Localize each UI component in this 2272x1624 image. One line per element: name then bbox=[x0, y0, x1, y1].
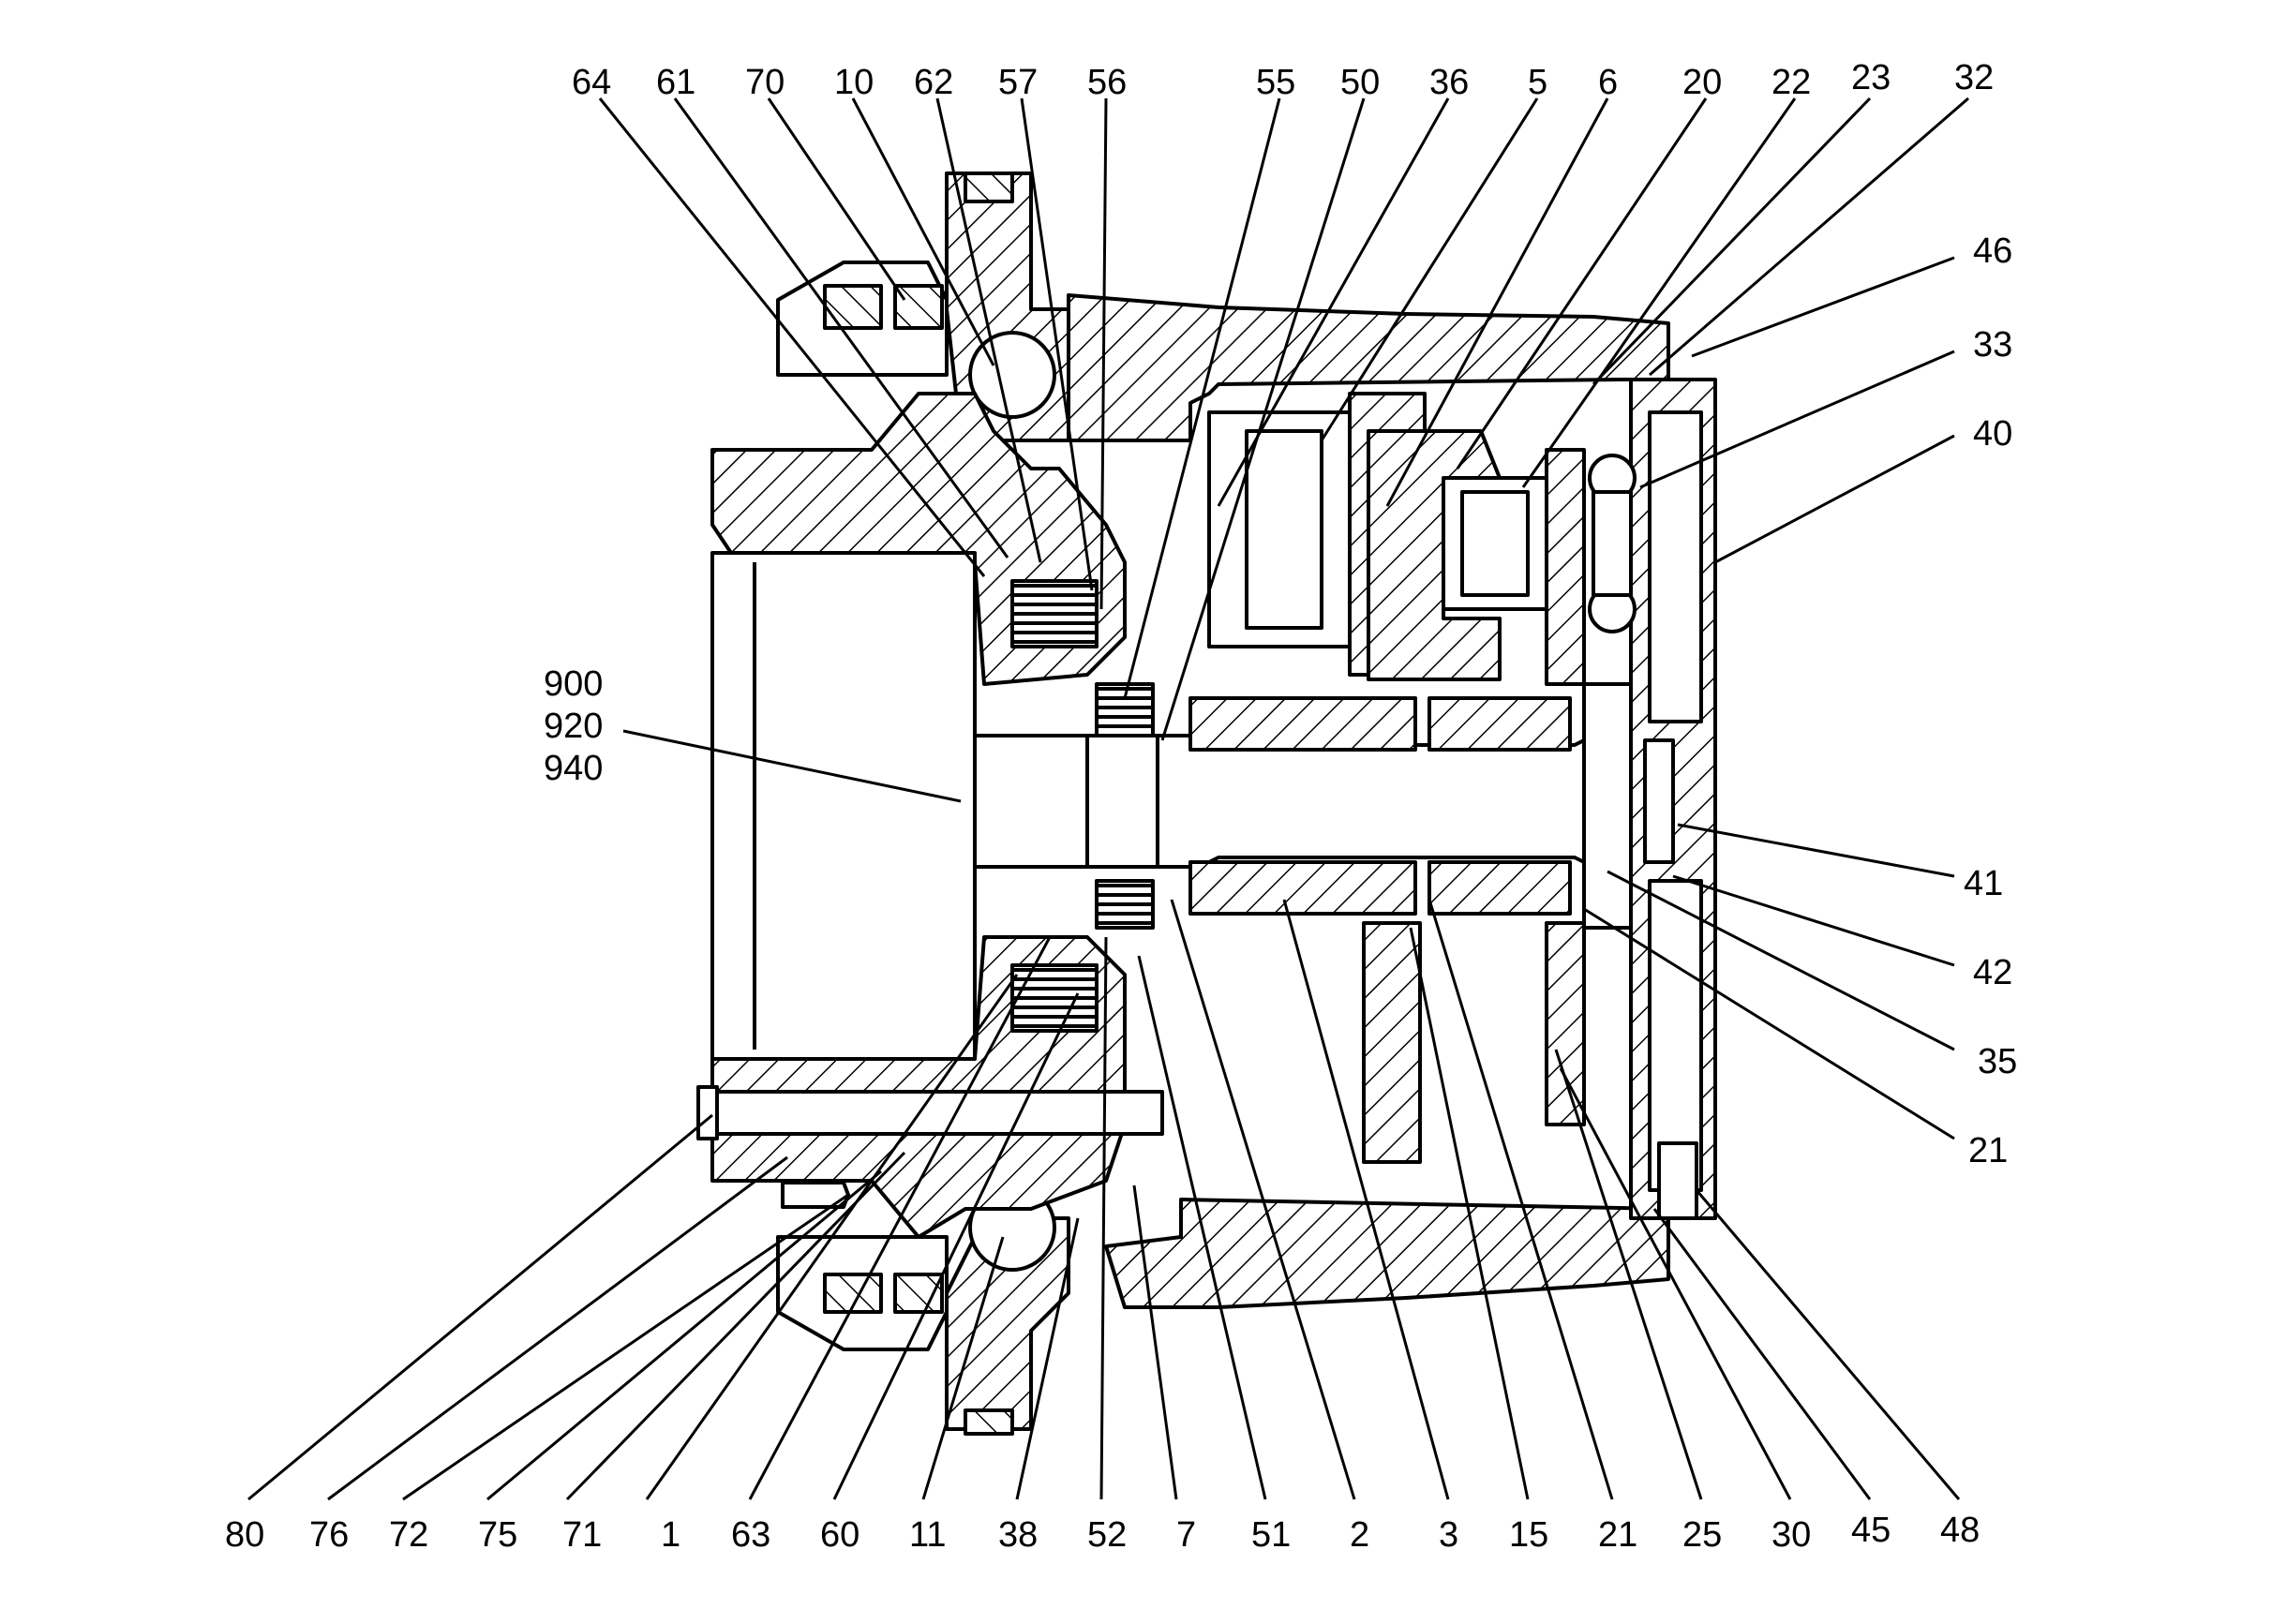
output-shaft-flange bbox=[1582, 682, 1633, 930]
label-51: 51 bbox=[1251, 1515, 1291, 1555]
label-42: 42 bbox=[1973, 953, 2012, 992]
label-5: 5 bbox=[1528, 63, 1547, 102]
label-38: 38 bbox=[998, 1515, 1038, 1555]
label-62: 62 bbox=[914, 63, 953, 102]
bolt-80 bbox=[701, 1090, 1164, 1136]
retaining-plate-41 bbox=[1643, 738, 1675, 864]
label-70: 70 bbox=[745, 63, 785, 102]
label-32: 32 bbox=[1954, 58, 1994, 97]
label-1: 1 bbox=[661, 1515, 680, 1555]
label-52: 52 bbox=[1087, 1515, 1127, 1555]
label-80: 80 bbox=[225, 1515, 264, 1555]
label-61: 61 bbox=[656, 63, 695, 102]
spring-upper-inner bbox=[1095, 682, 1155, 738]
label-7: 7 bbox=[1176, 1515, 1196, 1555]
leader-lines bbox=[247, 97, 1969, 1501]
label-40: 40 bbox=[1973, 414, 2012, 454]
label-3: 3 bbox=[1439, 1515, 1458, 1555]
label-6: 6 bbox=[1598, 63, 1618, 102]
sleeve-upper-left bbox=[1188, 696, 1417, 752]
gear-20 bbox=[1367, 429, 1502, 681]
label-45: 45 bbox=[1851, 1511, 1891, 1550]
gear-25 bbox=[1545, 921, 1586, 1126]
label-900: 900 bbox=[544, 664, 603, 704]
label-46: 46 bbox=[1973, 231, 2012, 271]
gear-3 bbox=[1362, 921, 1422, 1164]
label-21-right: 21 bbox=[1968, 1131, 2008, 1170]
drawing-body bbox=[696, 171, 1717, 1436]
label-56: 56 bbox=[1087, 63, 1127, 102]
spring-lower-inner bbox=[1095, 879, 1155, 930]
input-shaft bbox=[973, 734, 1595, 869]
label-57: 57 bbox=[998, 63, 1038, 102]
sleeve-lower-left bbox=[1188, 860, 1417, 916]
spring-lower-outer bbox=[1010, 963, 1099, 1033]
label-60: 60 bbox=[820, 1515, 859, 1555]
sleeve-upper-right bbox=[1427, 696, 1572, 752]
ball-top bbox=[968, 331, 1056, 419]
label-75: 75 bbox=[478, 1515, 517, 1555]
label-920: 920 bbox=[544, 707, 603, 746]
label-64: 64 bbox=[572, 63, 611, 102]
label-36: 36 bbox=[1429, 63, 1469, 102]
bore bbox=[710, 551, 977, 1061]
sleeve-lower-right bbox=[1427, 860, 1572, 916]
spring-upper-outer bbox=[1010, 579, 1099, 648]
label-10: 10 bbox=[834, 63, 874, 102]
label-11: 11 bbox=[909, 1515, 946, 1555]
label-20: 20 bbox=[1682, 63, 1722, 102]
label-22: 22 bbox=[1771, 63, 1811, 102]
label-23: 23 bbox=[1851, 58, 1891, 97]
plug-48 bbox=[1657, 1141, 1698, 1220]
label-2: 2 bbox=[1350, 1515, 1369, 1555]
label-30: 30 bbox=[1771, 1515, 1811, 1555]
label-35: 35 bbox=[1978, 1042, 2017, 1081]
housing-bottom bbox=[1104, 1198, 1670, 1309]
label-48: 48 bbox=[1940, 1511, 1980, 1550]
label-21-bottom: 21 bbox=[1598, 1515, 1637, 1555]
label-940: 940 bbox=[544, 749, 603, 788]
label-25: 25 bbox=[1682, 1515, 1722, 1555]
label-15: 15 bbox=[1509, 1515, 1548, 1555]
label-76: 76 bbox=[309, 1515, 349, 1555]
label-63: 63 bbox=[731, 1515, 770, 1555]
label-33: 33 bbox=[1973, 325, 2012, 365]
pin-76 bbox=[781, 1181, 850, 1209]
label-55: 55 bbox=[1256, 63, 1295, 102]
label-41: 41 bbox=[1964, 864, 2003, 903]
part-labels: 64 61 70 10 62 57 56 55 50 36 5 6 20 22 … bbox=[225, 58, 2017, 1555]
label-72: 72 bbox=[389, 1515, 428, 1555]
label-50: 50 bbox=[1340, 63, 1380, 102]
label-71: 71 bbox=[562, 1515, 602, 1555]
